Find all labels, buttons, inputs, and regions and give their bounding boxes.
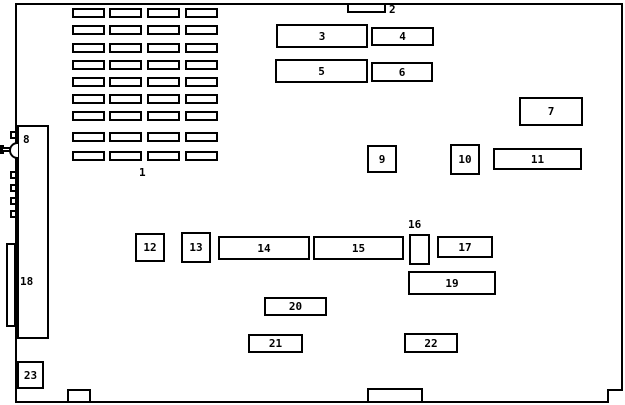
memory-socket-r4c2 <box>109 60 142 70</box>
component-box-9: 9 <box>367 145 397 173</box>
memory-socket-r1c4 <box>185 8 218 18</box>
component-box-17: 17 <box>437 236 493 258</box>
memory-socket-r7c1 <box>72 111 105 121</box>
memory-socket-r8c3 <box>147 132 180 142</box>
memory-socket-r1c3 <box>147 8 180 18</box>
board-bottom-edge <box>15 401 609 403</box>
thumbscrew-stem <box>3 147 11 152</box>
memory-socket-r9c1 <box>72 151 105 161</box>
memory-socket-r4c1 <box>72 60 105 70</box>
thumbscrew-head <box>9 142 18 159</box>
component-box-13: 13 <box>181 232 211 263</box>
memory-socket-r7c4 <box>185 111 218 121</box>
component-box-3: 3 <box>276 24 368 48</box>
bracket-pin-3 <box>10 184 17 192</box>
memory-socket-r3c2 <box>109 43 142 53</box>
bracket-label-8: 8 <box>23 133 30 146</box>
component-label-13: 13 <box>189 241 203 254</box>
memory-socket-r6c2 <box>109 94 142 104</box>
component-label-20: 20 <box>288 300 303 313</box>
memory-socket-r8c2 <box>109 132 142 142</box>
component-label-7: 7 <box>547 105 555 118</box>
component-label-5: 5 <box>318 64 325 78</box>
bracket-label-18: 18 <box>20 275 34 288</box>
component-label-6: 6 <box>398 65 406 79</box>
component-label-11: 11 <box>530 152 545 166</box>
memory-socket-r8c4 <box>185 132 218 142</box>
memory-socket-r4c4 <box>185 60 218 70</box>
memory-socket-r8c1 <box>72 132 105 142</box>
component-label-14: 14 <box>257 241 271 255</box>
memory-socket-r4c3 <box>147 60 180 70</box>
memory-socket-r3c1 <box>72 43 105 53</box>
bracket-pin-1 <box>10 131 17 139</box>
edge-connector-notch-right <box>367 388 423 403</box>
component-label-15: 15 <box>351 241 366 255</box>
memory-socket-r3c4 <box>185 43 218 53</box>
component-label-19: 19 <box>445 276 459 290</box>
board-right-edge-lower <box>607 389 609 403</box>
memory-socket-r5c4 <box>185 77 218 87</box>
memory-socket-r1c2 <box>109 8 142 18</box>
board-top-edge <box>15 3 623 5</box>
memory-socket-r9c2 <box>109 151 142 161</box>
component-box-6: 6 <box>371 62 433 82</box>
memory-socket-r6c1 <box>72 94 105 104</box>
component-box-21: 21 <box>248 334 303 353</box>
bracket-body <box>17 125 49 339</box>
component-box-12: 12 <box>135 233 165 262</box>
memory-socket-r9c4 <box>185 151 218 161</box>
component-label-22: 22 <box>424 336 438 350</box>
component-box-14: 14 <box>218 236 310 260</box>
component-label-3: 3 <box>318 29 326 43</box>
component-box-16 <box>409 234 430 265</box>
component-label-10: 10 <box>458 153 472 166</box>
memory-socket-r7c3 <box>147 111 180 121</box>
bracket-connector <box>6 243 16 327</box>
component-box-23: 23 <box>17 361 44 389</box>
memory-socket-r9c3 <box>147 151 180 161</box>
component-label-23: 23 <box>23 368 38 382</box>
component-box-22: 22 <box>404 333 458 353</box>
memory-socket-r5c2 <box>109 77 142 87</box>
component-label-12: 12 <box>143 241 157 254</box>
component-label-2: 2 <box>389 3 396 16</box>
memory-socket-r2c3 <box>147 25 180 35</box>
bracket-pin-2 <box>10 171 17 179</box>
memory-socket-r3c3 <box>147 43 180 53</box>
memory-socket-r5c1 <box>72 77 105 87</box>
memory-socket-r2c4 <box>185 25 218 35</box>
bracket-pin-5 <box>10 210 17 218</box>
component-label-4: 4 <box>399 30 406 43</box>
component-label-21: 21 <box>268 337 283 350</box>
edge-connector-notch-left <box>67 389 91 403</box>
component-box-15: 15 <box>313 236 404 260</box>
memory-socket-r6c4 <box>185 94 218 104</box>
component-box-10: 10 <box>450 144 480 175</box>
board-right-edge <box>621 3 623 391</box>
component-box-2 <box>347 3 386 13</box>
memory-socket-r2c2 <box>109 25 142 35</box>
component-label-1: 1 <box>139 166 146 179</box>
component-box-4: 4 <box>371 27 434 46</box>
memory-socket-r6c3 <box>147 94 180 104</box>
bracket-pin-4 <box>10 197 17 205</box>
component-box-19: 19 <box>408 271 496 295</box>
board-step-edge <box>607 389 623 391</box>
component-label-9: 9 <box>378 152 386 166</box>
component-box-7: 7 <box>519 97 583 126</box>
component-label-17: 17 <box>458 240 472 254</box>
memory-socket-r2c1 <box>72 25 105 35</box>
component-label-16: 16 <box>408 218 422 231</box>
memory-socket-r7c2 <box>109 111 142 121</box>
component-box-20: 20 <box>264 297 327 316</box>
memory-socket-r1c1 <box>72 8 105 18</box>
memory-socket-r5c3 <box>147 77 180 87</box>
component-box-5: 5 <box>275 59 368 83</box>
component-box-11: 11 <box>493 148 582 170</box>
